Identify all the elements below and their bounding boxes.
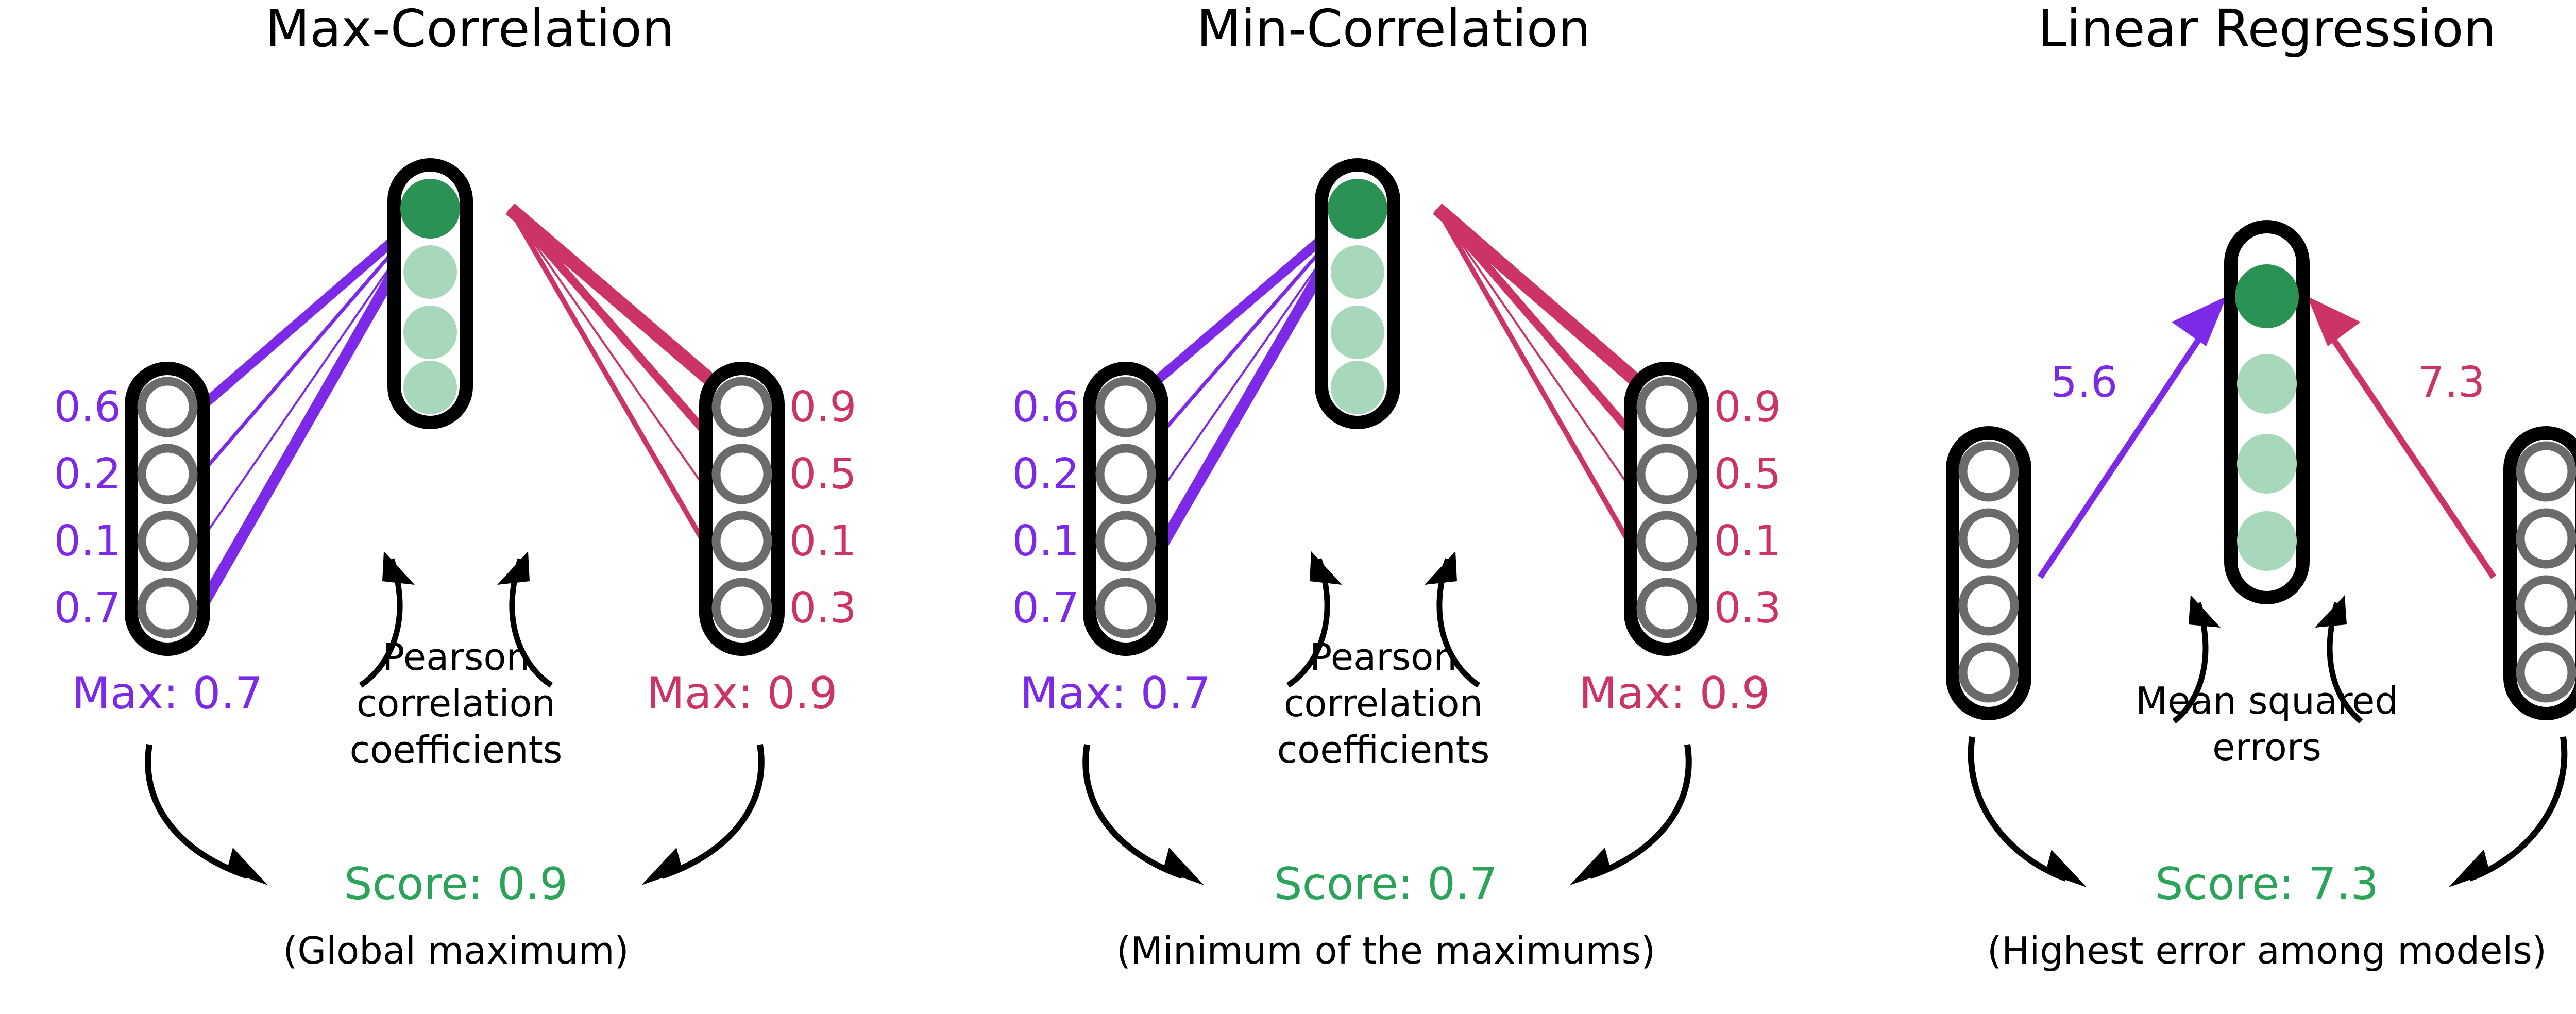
right-error-value: 7.3 (2418, 358, 2485, 407)
panel-title: Max-Correlation (265, 0, 674, 59)
annotation-line-0: Pearson (382, 635, 530, 679)
annotation-arrows (359, 551, 553, 688)
panel-max-correlation: Max-Correlation (0, 0, 940, 1014)
panel-caption: (Highest error among models) (1987, 929, 2547, 972)
right-value-3: 0.3 (789, 584, 856, 633)
annotation-line-0: Mean squared (2136, 679, 2398, 722)
center-node-active (400, 179, 460, 239)
right-value-2: 0.1 (789, 517, 856, 566)
annotation-line-1: correlation (1284, 682, 1483, 725)
left-value-2: 0.1 (1012, 517, 1079, 566)
left-max-label: Max: 0.7 (1020, 668, 1211, 719)
right-model-capsule (699, 362, 785, 656)
panel-title: Min-Correlation (1197, 0, 1591, 59)
right-value-0: 0.9 (789, 383, 856, 432)
center-node-active (1328, 179, 1387, 239)
score-arrows (145, 744, 765, 885)
panel-title: Linear Regression (2038, 0, 2496, 59)
left-value-3: 0.7 (54, 584, 121, 633)
right-model-capsule (1624, 362, 1709, 656)
right-value-0: 0.9 (1714, 383, 1781, 432)
annotation-line-1: errors (2212, 725, 2321, 769)
right-value-1: 0.5 (789, 450, 856, 499)
center-node-active (2235, 264, 2299, 328)
right-value-2: 0.1 (1714, 517, 1781, 566)
right-max-label: Max: 0.9 (647, 668, 838, 719)
left-model-capsule (1946, 426, 2031, 720)
left-value-0: 0.6 (54, 383, 121, 432)
left-value-2: 0.1 (54, 517, 121, 566)
right-model-capsule (2503, 426, 2576, 720)
right-value-3: 0.3 (1714, 584, 1781, 633)
edge-left-arrow (2038, 296, 2227, 579)
score-label: Score: 7.3 (2155, 858, 2379, 910)
annotation-line-2: coefficients (350, 728, 563, 771)
panel-min-correlation: Min-Correlation (940, 0, 1880, 1014)
left-model-capsule (1083, 362, 1168, 656)
left-model-capsule (125, 362, 210, 656)
right-max-label: Max: 0.9 (1579, 668, 1770, 719)
panel-linear-regression: Linear Regression (1880, 0, 2576, 1014)
panel-caption: (Global maximum) (283, 929, 629, 972)
annotation-line-0: Pearson (1310, 635, 1457, 679)
annotation-arrows (2172, 595, 2363, 724)
left-max-label: Max: 0.7 (72, 668, 263, 719)
edge-right-arrow (2307, 296, 2496, 579)
score-label: Score: 0.7 (1274, 858, 1498, 910)
left-value-3: 0.7 (1012, 584, 1079, 633)
annotation-arrows (1286, 551, 1481, 688)
center-layer-capsule (1315, 158, 1400, 429)
center-layer-capsule (2224, 220, 2310, 604)
annotation-line-2: coefficients (1277, 728, 1490, 771)
score-arrows (1082, 744, 1692, 885)
right-value-1: 0.5 (1714, 450, 1781, 499)
left-error-value: 5.6 (2050, 358, 2117, 407)
panel-caption: (Minimum of the maximums) (1116, 929, 1655, 972)
left-value-0: 0.6 (1012, 383, 1079, 432)
left-value-1: 0.2 (1012, 450, 1079, 499)
center-layer-capsule (387, 158, 473, 429)
score-arrows (1968, 736, 2568, 887)
left-value-1: 0.2 (54, 450, 121, 499)
score-label: Score: 0.9 (344, 858, 568, 910)
annotation-line-1: correlation (357, 682, 555, 725)
